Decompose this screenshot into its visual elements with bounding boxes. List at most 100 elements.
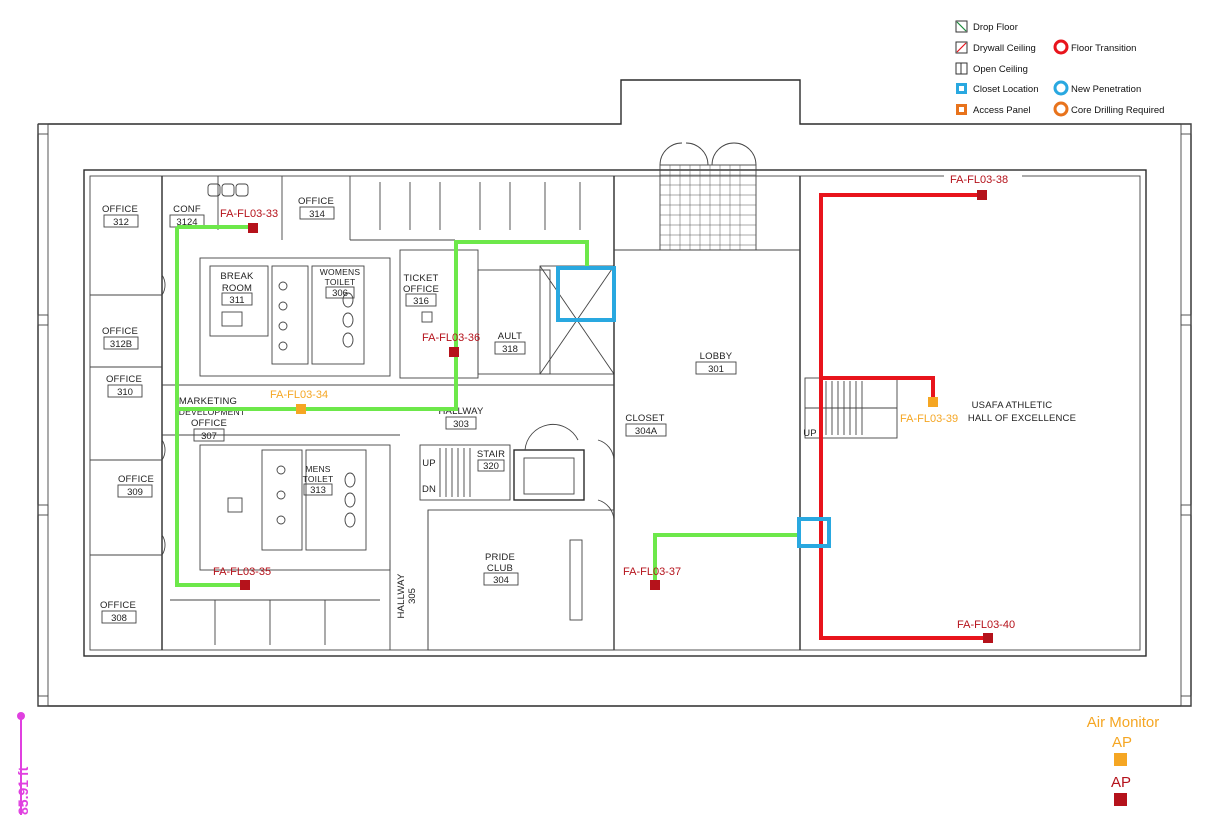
- room-312b-name: OFFICE: [102, 326, 138, 337]
- ap-label-38: FA-FL03-38: [950, 174, 1008, 186]
- air-monitor-marker-34[interactable]: [296, 404, 306, 414]
- room-3124-name: CONF: [173, 204, 201, 215]
- green-cable-ticket: [454, 240, 589, 352]
- red-cable-stair: [821, 376, 935, 402]
- room-311-name1: BREAK: [220, 271, 254, 282]
- room-3124-num: 3124: [176, 217, 197, 228]
- room-303-num: 303: [453, 419, 469, 430]
- building-outline: [37, 79, 1192, 707]
- room-316-num: 316: [413, 296, 429, 307]
- room-304-name1: PRIDE: [485, 552, 515, 563]
- legend-core-drilling: Core Drilling Required: [1071, 105, 1164, 116]
- air-monitor-marker-39[interactable]: [928, 397, 938, 407]
- ap-marker-38[interactable]: [977, 190, 987, 200]
- cable-runs: [175, 193, 988, 640]
- legend-air-monitor-ap: AP: [1112, 734, 1132, 751]
- room-314-name: OFFICE: [298, 196, 334, 207]
- closet-location-north[interactable]: [556, 266, 616, 322]
- core-drilling-swatch: [1053, 101, 1069, 117]
- ap-marker-35[interactable]: [240, 580, 250, 590]
- legend-drywall-ceiling: Drywall Ceiling: [973, 43, 1036, 54]
- room-labels: OFFICE 312 CONF 3124 OFFICE 314 BREAK RO…: [100, 183, 1076, 624]
- room-313-num: 313: [310, 485, 326, 496]
- hall-stair-up-label: UP: [803, 428, 817, 439]
- room-316-name1: TICKET: [404, 273, 439, 284]
- ap-marker-40[interactable]: [983, 633, 993, 643]
- room-312b-num: 312B: [110, 339, 132, 350]
- legend-ap-swatch: [1114, 793, 1127, 806]
- new-penetration-swatch: [1053, 80, 1069, 96]
- legend-closet-location: Closet Location: [973, 84, 1038, 95]
- scale-label: 85.91 ft: [15, 766, 31, 815]
- room-307-num: 307: [201, 431, 217, 442]
- room-311-num: 311: [229, 295, 244, 306]
- room-308-name: OFFICE: [100, 600, 136, 611]
- legend-floor-transition: Floor Transition: [1071, 43, 1136, 54]
- ap-marker-33[interactable]: [248, 223, 258, 233]
- room-312-name: OFFICE: [102, 204, 138, 215]
- ap-label-35: FA-FL03-35: [213, 566, 271, 578]
- room-305-num: 305: [407, 588, 418, 604]
- ap-marker-37[interactable]: [650, 580, 660, 590]
- room-306-name1: WOMENS: [320, 267, 361, 277]
- inner-walls: [83, 142, 1147, 657]
- ap-marker-36[interactable]: [449, 347, 459, 357]
- red-cable-hall: [819, 193, 988, 640]
- room-305-name: HALLWAY: [396, 573, 407, 619]
- ap-label-39: FA-FL03-39: [900, 413, 958, 425]
- floor-transition-swatch: [1053, 39, 1069, 55]
- room-313-name2: TOILET: [303, 474, 334, 484]
- room-304a-num: 304A: [635, 426, 658, 437]
- room-304-num: 304: [493, 575, 509, 586]
- room-310-name: OFFICE: [106, 374, 142, 385]
- legend-access-panel: Access Panel: [973, 105, 1031, 116]
- room-310-num: 310: [117, 387, 133, 398]
- room-304a-name: CLOSET: [625, 413, 664, 424]
- room-301-num: 301: [708, 364, 724, 375]
- ap-label-36: FA-FL03-36: [422, 332, 480, 344]
- room-307-name2: DEVELOPMENT: [179, 407, 245, 417]
- scale-indicator[interactable]: 85.91 ft: [15, 712, 31, 815]
- green-cable-east: [653, 533, 800, 585]
- legend-new-penetration: New Penetration: [1071, 84, 1141, 95]
- room-306-name2: TOILET: [325, 277, 356, 287]
- ap-label-37: FA-FL03-37: [623, 566, 681, 578]
- room-311-name2: ROOM: [222, 283, 252, 294]
- closet-location-east[interactable]: [797, 517, 831, 548]
- room-309-num: 309: [127, 487, 143, 498]
- room-307-name3: OFFICE: [191, 418, 227, 429]
- room-318-name: AULT: [498, 331, 522, 342]
- map-legend: Drop Floor Drywall Ceiling Floor Transit…: [955, 20, 1164, 117]
- ap-label-40: FA-FL03-40: [957, 619, 1015, 631]
- hall-name1: USAFA ATHLETIC: [972, 400, 1053, 411]
- stair-down-label: DN: [422, 484, 436, 495]
- green-cable-west-main: [175, 227, 245, 587]
- room-304-name2: CLUB: [487, 563, 513, 574]
- room-308-num: 308: [111, 613, 127, 624]
- room-303-name: HALLWAY: [438, 406, 484, 417]
- green-cable-corridor: [177, 352, 458, 411]
- legend-ap: AP: [1111, 774, 1131, 791]
- access-points: FA-FL03-33 FA-FL03-34 FA-FL03-35 FA-FL03…: [213, 172, 1022, 643]
- room-320-name: STAIR: [477, 449, 505, 460]
- room-301-name: LOBBY: [700, 351, 733, 362]
- legend-open-ceiling: Open Ceiling: [973, 64, 1028, 75]
- room-307-name1: MARKETING: [179, 396, 237, 407]
- ap-legend: Air Monitor AP AP: [1087, 714, 1160, 806]
- legend-air-monitor-swatch: [1114, 753, 1127, 766]
- hall-name2: HALL OF EXCELLENCE: [968, 413, 1076, 424]
- room-309-name: OFFICE: [118, 474, 154, 485]
- room-312-num: 312: [113, 217, 129, 228]
- legend-drop-floor: Drop Floor: [973, 22, 1018, 33]
- stair-up-label: UP: [422, 458, 436, 469]
- room-314-num: 314: [309, 209, 325, 220]
- ap-label-34: FA-FL03-34: [270, 389, 328, 401]
- ap-label-33: FA-FL03-33: [220, 208, 278, 220]
- room-320-num: 320: [483, 461, 499, 472]
- room-306-num: 306: [332, 288, 348, 299]
- room-313-name1: MENS: [305, 464, 330, 474]
- legend-air-monitor-title: Air Monitor: [1087, 714, 1160, 731]
- room-316-name2: OFFICE: [403, 284, 439, 295]
- room-318-num: 318: [502, 344, 518, 355]
